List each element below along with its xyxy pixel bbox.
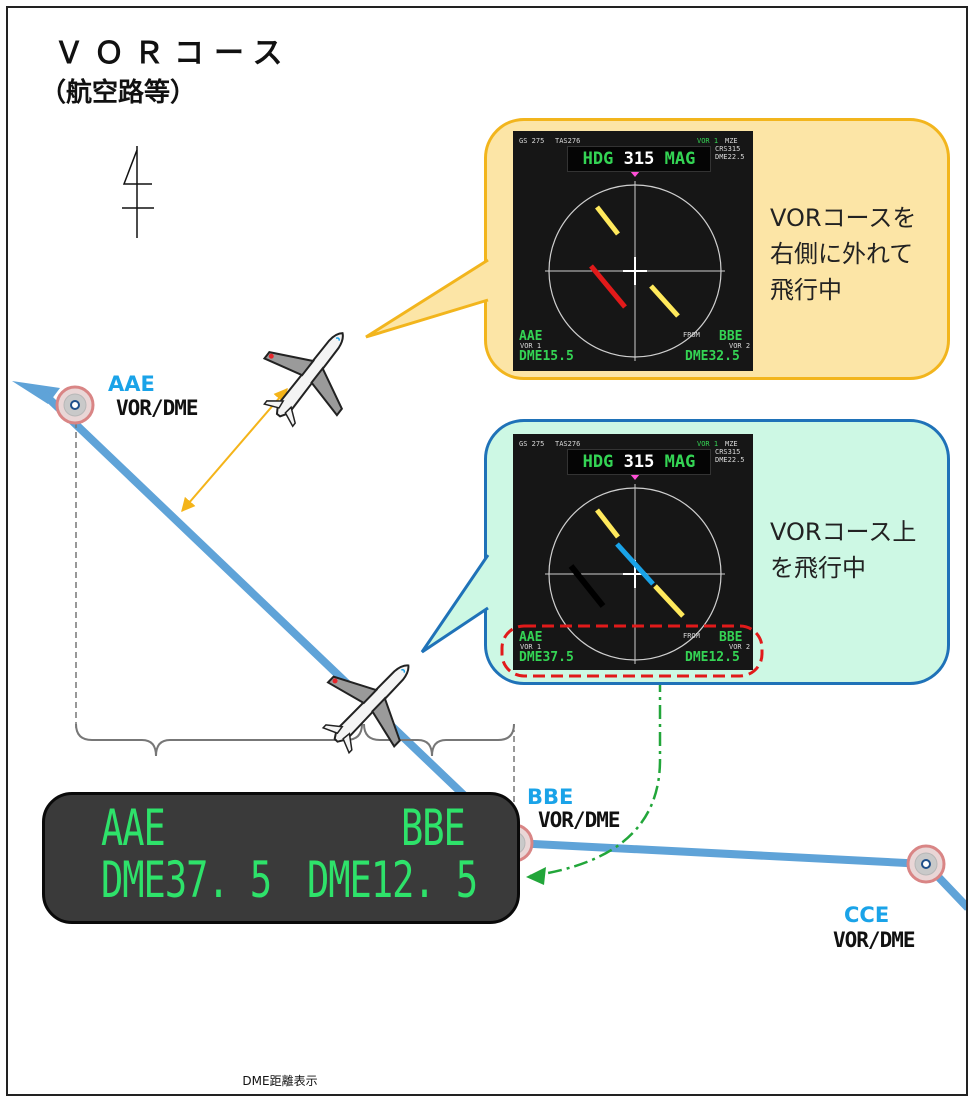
- dme-distance-panel: AAE BBE DME37. 5 DME12. 5: [42, 792, 520, 924]
- heading-box: HDG 315 MAG: [567, 449, 711, 475]
- heading-box: HDG 315 MAG: [567, 146, 711, 172]
- dme-panel-right-distance: DME12. 5: [307, 851, 478, 910]
- dme-panel-caption: DME距離表示: [242, 1074, 318, 1088]
- dme-panel-left-station: AAE: [101, 799, 166, 858]
- nav-display-on-course: GS 275 TAS276 VOR 1 MZE CRS315 DME22.5 H…: [513, 434, 753, 670]
- dme-panel-right-station: BBE: [401, 799, 466, 858]
- aircraft-off-course: [241, 303, 380, 445]
- north-arrow: [122, 146, 154, 238]
- course-line-aae-bbe: [41, 391, 517, 846]
- station-cce-type: VOR/DME: [833, 928, 916, 952]
- station-aae-name: AAE: [108, 372, 155, 396]
- diagram-subtitle: （航空路等）: [40, 78, 197, 108]
- compass-rose: [545, 171, 725, 361]
- brace-right: [363, 723, 515, 757]
- station-cce-name: CCE: [844, 903, 890, 927]
- link-arrow: [529, 678, 662, 878]
- callout-off-course-text: VORコースを 右側に外れて 飛行中: [770, 204, 917, 304]
- compass-rose: [545, 474, 725, 664]
- brace-left: [75, 723, 363, 757]
- callout-on-course-text: VORコース上 を飛行中: [770, 518, 917, 582]
- dme-panel-left-distance: DME37. 5: [101, 851, 272, 910]
- deviation-arrow: [181, 387, 288, 513]
- station-bbe-type: VOR/DME: [538, 808, 621, 832]
- station-aae-type: VOR/DME: [116, 396, 199, 420]
- station-bbe-name: BBE: [527, 785, 574, 809]
- diagram-title: ＶＯＲコース: [54, 36, 293, 71]
- nav-display-off-course: GS 275 TAS276 VOR 1 MZE CRS315 DME22.5 H…: [513, 131, 753, 371]
- aircraft-on-course: [302, 632, 443, 774]
